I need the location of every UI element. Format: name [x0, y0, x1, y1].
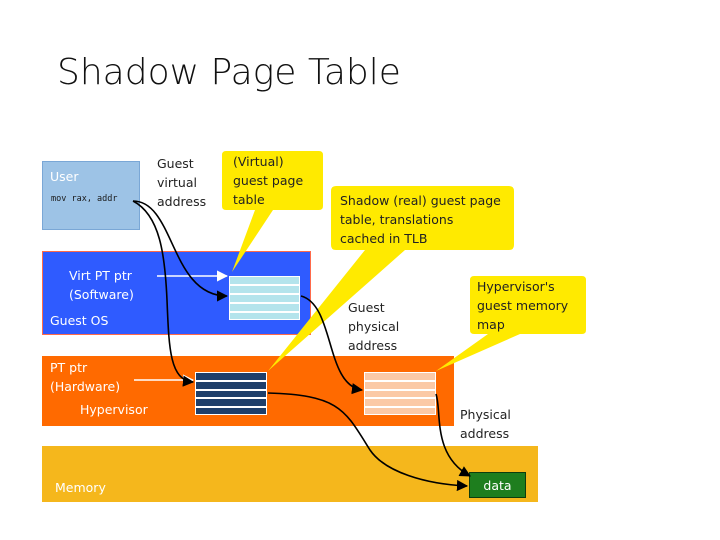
data-box — [469, 472, 526, 498]
memory-label: Memory — [55, 480, 106, 495]
pt-row — [229, 285, 300, 294]
guest-virtual-address-line2: virtual — [157, 175, 197, 190]
callout-virtual-gpt-line3: table — [233, 192, 265, 207]
guest-physical-address-line2: physical — [348, 319, 400, 334]
pt-row — [195, 390, 267, 398]
shadow-page-table — [195, 372, 267, 415]
guest-os-ptr-label-line1: Virt PT ptr — [69, 268, 132, 283]
pt-row — [364, 398, 436, 407]
slide-title: Shadow Page Table — [57, 52, 401, 93]
pt-row — [195, 398, 267, 407]
memory-layer — [42, 446, 538, 502]
callout-hv-map-line1: Hypervisor's — [477, 279, 555, 294]
pt-row — [229, 276, 300, 285]
guest-physical-address-line3: address — [348, 338, 398, 353]
pt-row — [364, 407, 436, 415]
user-instruction: mov rax, addr — [51, 194, 118, 204]
callout-virtual-gpt-line2: guest page — [233, 173, 304, 188]
data-label: data — [483, 478, 512, 493]
physical-address-line1: Physical — [460, 407, 511, 422]
shadow-pt-to-data-arrow — [267, 392, 469, 492]
hv-map-to-data-arrow — [435, 393, 471, 477]
callout-shadow-gpt-line1: Shadow (real) guest page — [340, 193, 501, 208]
pt-row — [364, 372, 436, 381]
pt-row — [195, 372, 267, 381]
pt-row — [364, 381, 436, 390]
callout-hv-map-line2: guest memory — [477, 298, 569, 313]
pt-row — [229, 294, 300, 303]
guest-virtual-to-shadow-pt-arrow — [132, 200, 195, 387]
physical-address-line2: address — [460, 426, 510, 441]
pt-row — [195, 407, 267, 415]
guest-virtual-to-virtual-pt-arrow — [132, 200, 229, 302]
callout-hv-map-line3: map — [477, 317, 505, 332]
guest-os-ptr-label-line2: (Software) — [69, 287, 134, 302]
pt-row — [195, 381, 267, 390]
hypervisor-ptr-label-line2: (Hardware) — [50, 379, 121, 394]
hypervisor-ptr-label-line1: PT ptr — [50, 360, 88, 375]
callout-hv-map — [436, 276, 586, 371]
pt-row — [229, 303, 300, 312]
callout-shadow-gpt — [268, 186, 514, 371]
callout-virtual-gpt — [222, 151, 323, 272]
user-label: User — [50, 169, 79, 184]
callout-virtual-gpt-line1: (Virtual) — [233, 154, 284, 169]
callout-shadow-gpt-line2: table, translations — [340, 212, 454, 227]
virtual-pt-to-hv-map-arrow — [300, 295, 364, 395]
virtual-guest-page-table — [229, 276, 300, 320]
guest-physical-address-line1: Guest — [348, 300, 385, 315]
guest-virtual-address-line3: address — [157, 194, 207, 209]
user-box — [42, 161, 140, 230]
callout-shadow-gpt-line3: cached in TLB — [340, 231, 428, 246]
guest-os-label: Guest OS — [50, 313, 109, 328]
pt-row — [229, 312, 300, 320]
pt-row — [364, 390, 436, 398]
guest-virtual-address-line1: Guest — [157, 156, 194, 171]
hypervisor-memory-map-table — [364, 372, 436, 415]
hypervisor-label: Hypervisor — [80, 402, 148, 417]
